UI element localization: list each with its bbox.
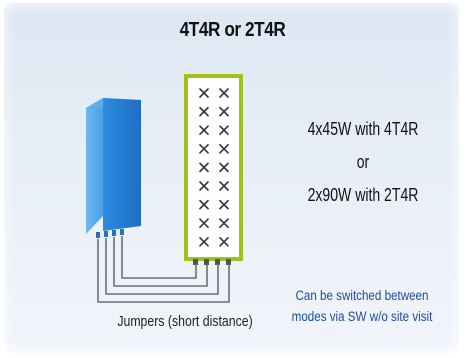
antenna-port [226, 259, 231, 265]
cross-polarized-element-icon [199, 88, 209, 98]
mode-separator: or [356, 152, 370, 172]
cross-polarized-element-icon [219, 143, 229, 154]
antenna-frame [184, 74, 243, 261]
antenna-port [204, 259, 209, 265]
cross-polarized-element-icon [199, 181, 209, 191]
cross-polarized-element-icon [219, 125, 229, 136]
radio-unit-front [103, 98, 141, 231]
mode-option-b: 2x90W with 2T4R [307, 185, 419, 205]
radio-unit-side [86, 98, 103, 234]
cross-polarized-element-icon [219, 181, 229, 191]
cross-polarized-element-icon [199, 106, 209, 117]
antenna-elements [199, 88, 229, 247]
switch-note-line-1: Can be switched between [295, 288, 429, 303]
cross-polarized-element-icon [199, 236, 209, 247]
cross-polarized-element-icon [199, 199, 209, 210]
diagram-title: 4T4R or 2T4R [179, 19, 286, 41]
cross-polarized-element-icon [219, 218, 229, 229]
radio-unit [86, 98, 141, 238]
antenna-panel [184, 74, 243, 265]
cross-polarized-element-icon [219, 88, 229, 98]
antenna-port [193, 259, 198, 265]
mode-option-a: 4x45W with 4T4R [307, 119, 419, 139]
jumpers-label: Jumpers (short distance) [117, 313, 253, 330]
cross-polarized-element-icon [199, 125, 209, 136]
radio-port [120, 229, 124, 235]
jumper-cable [97, 239, 230, 303]
cross-polarized-element-icon [199, 143, 209, 154]
jumper-cable [105, 238, 219, 295]
cross-polarized-element-icon [219, 162, 229, 173]
switch-note-line-2: modes via SW w/o site visit [291, 309, 433, 324]
radio-port [104, 231, 108, 237]
cross-polarized-element-icon [199, 162, 209, 173]
cross-polarized-element-icon [199, 218, 209, 229]
jumper-cables [97, 236, 230, 303]
radio-port [96, 232, 100, 238]
radio-port [112, 230, 116, 236]
jumper-cable [113, 237, 208, 287]
cross-polarized-element-icon [219, 236, 229, 247]
jumper-cable [121, 236, 197, 279]
cross-polarized-element-icon [219, 106, 229, 117]
antenna-port [215, 259, 220, 265]
cross-polarized-element-icon [219, 199, 229, 210]
